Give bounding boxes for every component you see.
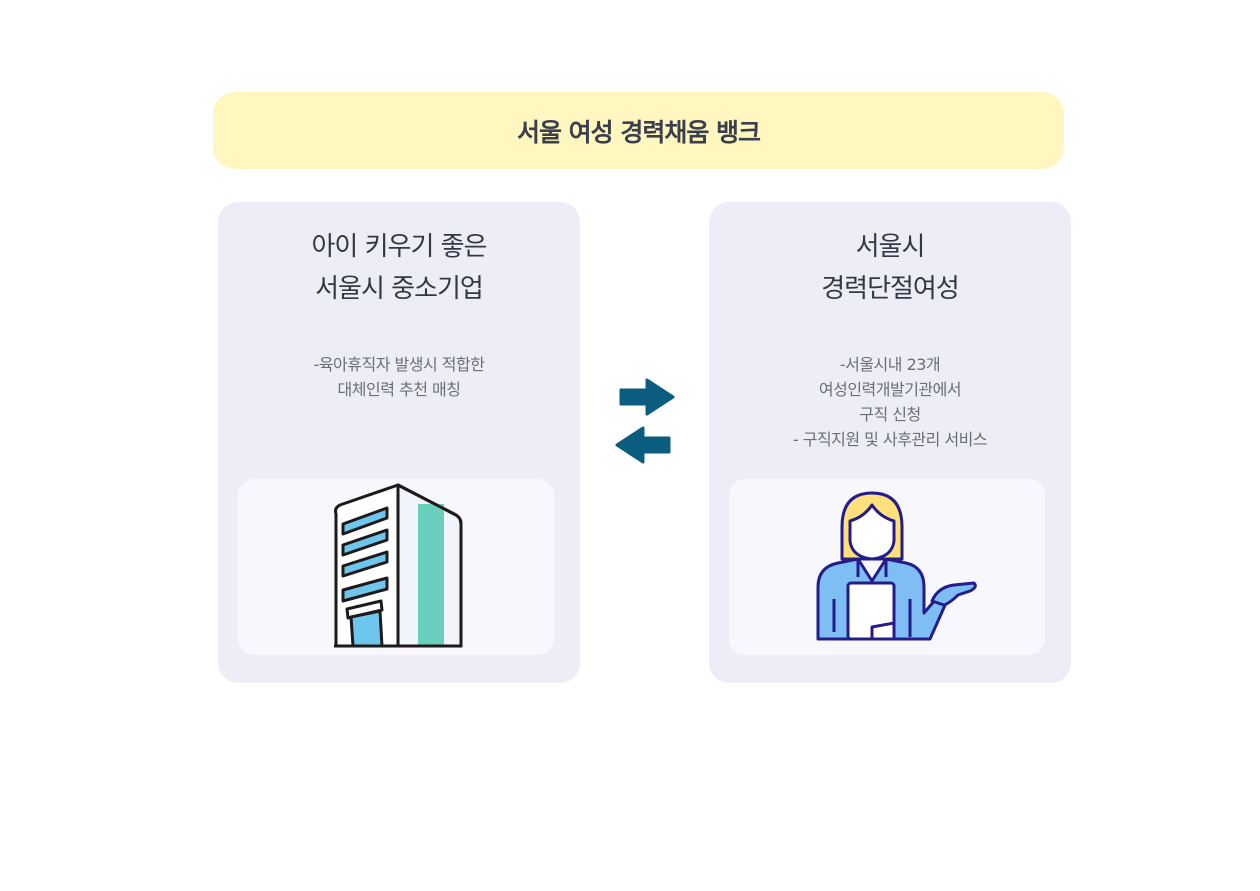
women-desc-line-2: 여성인력개발기관에서: [818, 380, 962, 399]
women-title-line-2: 경력단절여성: [821, 274, 960, 304]
sme-card-title: 아이 키우기 좋은 서울시 중소기업: [218, 226, 580, 310]
women-image-box: [729, 479, 1045, 655]
women-desc-line-4: - 구직지원 및 사후관리 서비스: [792, 430, 988, 449]
women-title-line-1: 서울시: [855, 232, 926, 262]
women-desc-line-3: 구직 신청: [859, 405, 921, 424]
sme-card: 아이 키우기 좋은 서울시 중소기업 -육아휴직자 발생시 적합한 대체인력 추…: [218, 202, 580, 683]
women-desc-line-1: -서울시내 23개: [839, 355, 941, 374]
women-card-title: 서울시 경력단절여성: [709, 226, 1071, 310]
sme-title-line-2: 서울시 중소기업: [315, 274, 484, 304]
sme-desc-line-1: -육아휴직자 발생시 적합한: [313, 355, 485, 374]
office-building-icon: [334, 483, 463, 648]
title-banner: 서울 여성 경력채움 뱅크: [213, 92, 1064, 169]
women-card-description: -서울시내 23개 여성인력개발기관에서 구직 신청 - 구직지원 및 사후관리…: [709, 352, 1071, 452]
sme-card-description: -육아휴직자 발생시 적합한 대체인력 추천 매칭: [218, 352, 580, 402]
sme-desc-line-2: 대체인력 추천 매칭: [337, 380, 461, 399]
sme-title-line-1: 아이 키우기 좋은: [311, 232, 488, 262]
sme-image-box: [238, 479, 554, 655]
banner-title: 서울 여성 경력채움 뱅크: [516, 117, 761, 147]
woman-presenter-icon: [816, 491, 977, 641]
bidirectional-exchange-arrows-icon: [615, 378, 675, 464]
career-break-women-card: 서울시 경력단절여성 -서울시내 23개 여성인력개발기관에서 구직 신청 - …: [709, 202, 1071, 683]
